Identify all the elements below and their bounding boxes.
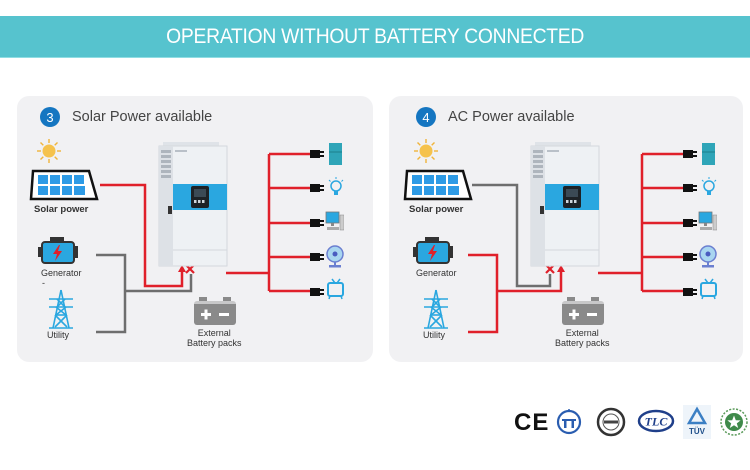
solar-power-panel: 3 Solar Power available Solar power Gene… [17, 96, 373, 362]
title-banner: OPERATION WITHOUT BATTERY CONNECTED [0, 16, 750, 58]
generator-icon [413, 237, 453, 264]
light-bulb-icon [310, 177, 344, 195]
panel-heading: 3 Solar Power available [40, 107, 212, 127]
solar-power-label: Solar power [409, 204, 464, 215]
plug-icon [683, 143, 715, 165]
generator-wire-active [468, 253, 499, 334]
ccc-logo-icon [556, 409, 582, 435]
utility-label: Utility [423, 330, 445, 340]
computer-icon [683, 211, 717, 231]
panel-title: Solar Power available [72, 109, 213, 125]
ac-power-panel: 4 AC Power available Solar power Generat… [389, 96, 743, 362]
sun-icon [414, 139, 438, 163]
battery-icon [194, 297, 236, 325]
computer-icon [310, 211, 344, 231]
solar-wire-active [100, 183, 184, 288]
step-number-badge: 4 [416, 107, 436, 127]
iso-logo-icon [596, 407, 626, 437]
television-icon [310, 278, 344, 300]
inverter-device [158, 142, 228, 267]
battery-icon [562, 297, 604, 325]
banner-title: OPERATION WITHOUT BATTERY CONNECTED [166, 24, 584, 48]
utility-tower-icon [49, 289, 73, 329]
certification-logos: CE TLC TÜV [510, 405, 748, 445]
load-branches [269, 152, 313, 293]
svg-text:TÜV: TÜV [689, 427, 706, 436]
panel-heading: 4 AC Power available [416, 107, 575, 127]
separator-dash: - [42, 278, 45, 288]
solar-panel-icon [403, 169, 473, 201]
arrow-up-icon [557, 265, 565, 272]
generator-label: Generator [41, 268, 82, 278]
utility-tower-icon [424, 289, 448, 329]
tuv-logo-icon: TÜV [683, 405, 711, 439]
tlc-logo-icon: TLC [637, 409, 675, 433]
arrow-up-icon [178, 265, 186, 272]
utility-label: Utility [47, 330, 69, 340]
load-branches [642, 152, 686, 293]
ac-wire-inactive [125, 274, 193, 293]
generator-wire-inactive [96, 253, 127, 334]
plug-icon [310, 143, 342, 165]
sun-icon [37, 139, 61, 163]
battery-label: External Battery packs [555, 328, 610, 348]
fan-icon [683, 245, 717, 268]
light-bulb-icon [683, 177, 717, 195]
television-icon [683, 278, 717, 300]
generator-icon [38, 237, 78, 264]
step-number-badge: 3 [40, 107, 60, 127]
inverter-device [530, 142, 600, 267]
ce-mark-icon: CE [514, 409, 550, 436]
wiring-diagram [468, 152, 686, 334]
panel-title: AC Power available [448, 109, 575, 125]
battery-label: External Battery packs [187, 328, 242, 348]
solar-panel-icon [29, 169, 99, 201]
solar-power-label: Solar power [34, 204, 89, 215]
cqc-logo-icon [720, 408, 748, 436]
ac-wire-active [497, 270, 563, 293]
generator-label: Generator [416, 268, 457, 278]
fan-icon [310, 245, 344, 268]
svg-text:TLC: TLC [645, 415, 669, 429]
solar-wire-inactive [472, 183, 552, 288]
